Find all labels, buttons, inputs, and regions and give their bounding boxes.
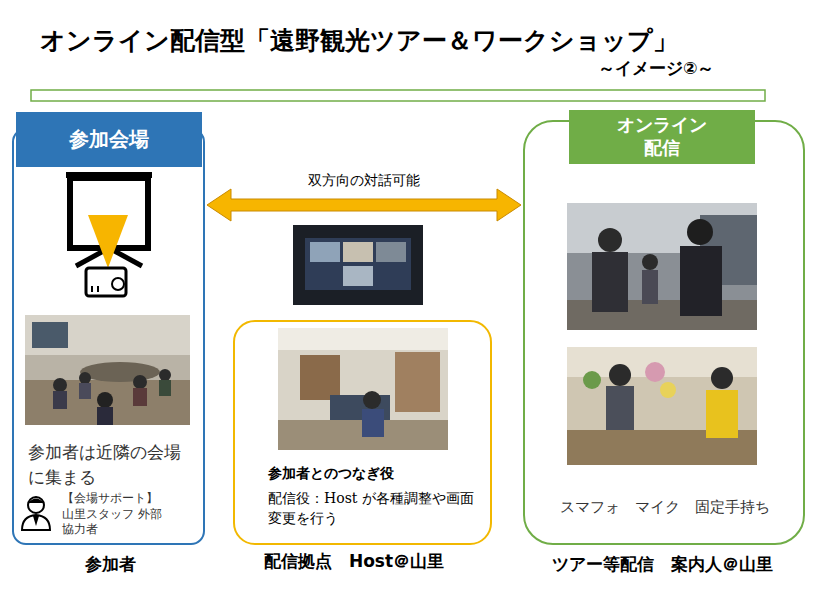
double-arrow bbox=[207, 189, 521, 221]
header-text: オンライン 配信 bbox=[612, 114, 712, 159]
host-note: 配信役：Host が各種調整や画面変更を行う bbox=[268, 489, 478, 528]
venue-note: 参加者は近隣の会場に集まる bbox=[28, 440, 188, 489]
host-panel: 参加者とのつなぎ役配信役：Host が各種調整や画面変更を行う配信拠点 Host… bbox=[233, 320, 492, 545]
host-role: 参加者とのつなぎ役 bbox=[268, 465, 478, 483]
panel-caption: 配信拠点 Host＠山里 bbox=[229, 550, 479, 573]
venue-panel: 参加者は近隣の会場に集まる【会場サポート】 山里スタッフ 外部協力者参加者参加会… bbox=[12, 128, 205, 545]
venue-photo bbox=[25, 315, 190, 425]
title-bar bbox=[31, 90, 765, 101]
street-photo bbox=[567, 203, 757, 330]
venue-header: 参加会場 bbox=[16, 112, 202, 167]
equipment-note: スマフォ マイク 固定手持ち bbox=[525, 498, 805, 517]
subtitle: ～イメージ②～ bbox=[598, 57, 714, 80]
support-note: 【会場サポート】 山里スタッフ 外部協力者 bbox=[62, 491, 166, 538]
screen-photo bbox=[293, 225, 423, 305]
host-photo bbox=[278, 328, 448, 450]
panel-caption: ツアー等配信 案内人＠山里 bbox=[517, 553, 807, 576]
stream-panel: スマフォ マイク 固定手持ちツアー等配信 案内人＠山里オンライン 配信 bbox=[523, 120, 805, 545]
staff-icon bbox=[22, 497, 50, 530]
header-text: 参加会場 bbox=[17, 126, 201, 153]
projector-icon bbox=[66, 172, 152, 296]
diagram-title: オンライン配信型「遠野観光ツアー＆ワークショップ」 bbox=[40, 24, 678, 57]
workshop-photo bbox=[567, 347, 757, 465]
stream-header: オンライン 配信 bbox=[569, 110, 755, 164]
edge-label: 双方向の対話可能 bbox=[305, 172, 423, 190]
panel-caption: 参加者 bbox=[14, 553, 207, 576]
